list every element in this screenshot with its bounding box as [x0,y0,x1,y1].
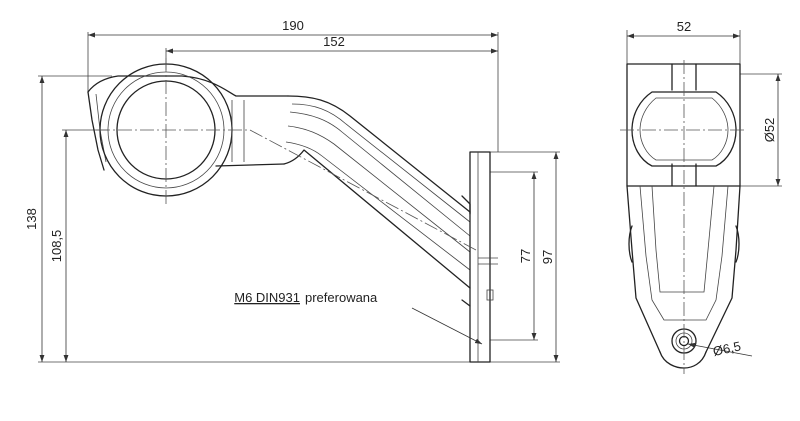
dim-d52: Ø52 [762,118,777,143]
dim-d6-5: Ø6,5 [712,338,743,359]
end-view: 52 Ø52 Ø6,5 [620,19,782,374]
extension-lines [38,32,560,363]
end-arm-body [626,185,741,369]
dim-108-5: 108,5 [49,230,64,263]
end-lamp-box [626,63,741,187]
dim-leader-d6-5 [687,342,753,357]
arm-centerline [249,129,477,251]
side-view: 190 152 138 108,5 77 97 [24,18,560,363]
screw-note: preferowana [305,290,378,305]
lamp-arm [231,95,471,289]
screw-leader [411,307,483,345]
screw-annotation: M6 DIN931 preferowana [234,290,483,345]
dim-190: 190 [282,18,304,33]
dim-152: 152 [323,34,345,49]
mounting-base [461,151,498,363]
dim-52: 52 [677,19,691,34]
screw-spec: M6 DIN931 [234,290,300,305]
dim-138: 138 [24,208,39,230]
dim-97: 97 [540,250,555,264]
dim-77: 77 [518,249,533,263]
